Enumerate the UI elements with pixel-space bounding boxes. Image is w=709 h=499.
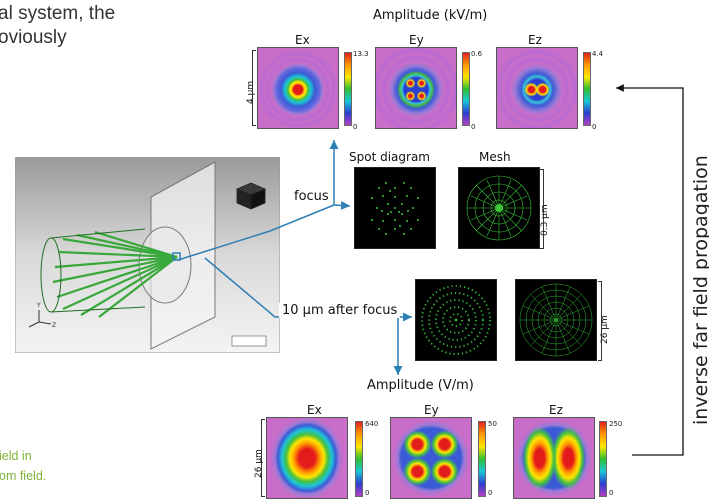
svg-text:Y: Y xyxy=(36,302,41,309)
spot-diagram-after-focus xyxy=(415,279,497,361)
top-ez-field-map xyxy=(496,47,578,129)
bottom-ey-label: Ey xyxy=(424,403,439,417)
axis-triad xyxy=(28,310,52,328)
top-scale-bracket xyxy=(252,50,256,126)
spot-diagram-title: Spot diagram xyxy=(349,150,430,164)
figure-caption: ield in om field. xyxy=(0,446,46,486)
top-ex-max: 13.3 xyxy=(353,50,369,58)
caption-line-1: ield in xyxy=(0,449,32,463)
intro-paragraph: al system, the oviously xyxy=(0,2,115,50)
top-ex-label: Ex xyxy=(295,33,310,47)
svg-text:Z: Z xyxy=(52,322,56,329)
feedback-loop xyxy=(616,84,684,456)
top-ez-min: 0 xyxy=(592,123,597,131)
mesh-focus xyxy=(458,167,540,249)
bottom-ex-colorbar xyxy=(355,421,363,497)
bottom-ey-min: 0 xyxy=(488,489,493,497)
top-ey-min: 0 xyxy=(471,123,476,131)
bottom-ez-field-map xyxy=(513,417,595,499)
scale-bar xyxy=(231,335,267,347)
view-cube xyxy=(235,182,267,210)
focus-arrow xyxy=(333,200,351,210)
bottom-ez-colorbar xyxy=(599,421,607,497)
bottom-ez-max: 250 xyxy=(609,420,623,428)
focus-connector xyxy=(177,204,335,261)
intro-line-2: oviously xyxy=(0,27,67,48)
spot-diagram-focus xyxy=(354,167,436,249)
top-ex-colorbar xyxy=(344,52,352,126)
top-ex-min: 0 xyxy=(353,123,358,131)
top-ey-colorbar xyxy=(462,52,470,126)
bottom-ey-colorbar xyxy=(478,421,486,497)
ray-bundle xyxy=(52,230,178,318)
top-ex-field-map xyxy=(257,47,339,129)
mesh-after-focus xyxy=(515,279,597,361)
bottom-ez-label: Ez xyxy=(549,403,563,417)
bottom-ey-field-map xyxy=(390,417,472,499)
top-ey-max: 0.6 xyxy=(471,50,483,58)
ray-scale-bracket xyxy=(540,169,544,249)
bottom-scale-bracket xyxy=(261,419,265,497)
after-scale-bracket xyxy=(598,281,602,361)
top-ez-colorbar xyxy=(583,52,591,126)
amplitude-top-title: Amplitude (kV/m) xyxy=(373,8,488,23)
top-ey-field-map xyxy=(375,47,457,129)
bottom-ex-field-map xyxy=(266,417,348,499)
inverse-propagation-label: inverse far field propagation xyxy=(690,155,709,425)
intro-line-1: al system, the xyxy=(0,3,116,24)
bottom-ex-max: 640 xyxy=(365,420,379,428)
focus-marker xyxy=(172,252,181,261)
after-focus-callout: 10 μm after focus xyxy=(279,303,401,318)
top-ez-max: 4.4 xyxy=(592,50,604,58)
amplitude-bottom-title: Amplitude (V/m) xyxy=(367,378,474,393)
bottom-ey-max: 50 xyxy=(488,420,497,428)
bottom-ez-min: 0 xyxy=(609,489,614,497)
focus-callout: focus xyxy=(291,189,332,204)
caption-line-2: om field. xyxy=(0,469,47,483)
beam-cylinder xyxy=(40,228,146,313)
mesh-title: Mesh xyxy=(479,150,511,164)
3d-scene-render: Y Z xyxy=(15,157,280,353)
bottom-ex-label: Ex xyxy=(307,403,322,417)
top-ez-label: Ez xyxy=(528,33,542,47)
top-ey-label: Ey xyxy=(409,33,424,47)
bottom-ex-min: 0 xyxy=(365,489,370,497)
